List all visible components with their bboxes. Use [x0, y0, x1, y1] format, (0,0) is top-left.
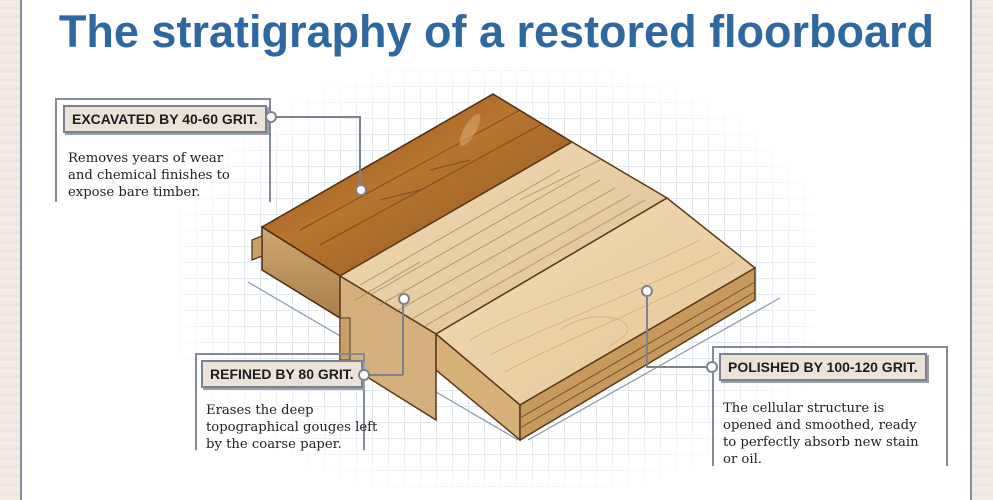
excavated-description: Removes years of wear and chemical finis… [68, 151, 230, 200]
excavated-leader-h [277, 116, 360, 118]
excavated-callout-frame [55, 98, 271, 202]
polished-leader-h [646, 366, 706, 368]
refined-description: Erases the deep topographical gouges lef… [206, 403, 378, 452]
polished-anchor-dot [641, 285, 653, 297]
excavated-anchor-dot [355, 184, 367, 196]
polished-connector-dot [706, 361, 718, 373]
refined-leader-v [402, 302, 404, 375]
refined-connector-dot [358, 369, 370, 381]
page-title: The stratigraphy of a restored floorboar… [58, 6, 935, 57]
excavated-connector-dot [265, 111, 277, 123]
polished-callout-frame [712, 346, 948, 466]
refined-leader-h [370, 374, 403, 376]
refined-label: REFINED BY 80 GRIT. [201, 360, 363, 388]
refined-callout-frame [195, 353, 365, 450]
excavated-leader-v [359, 116, 361, 186]
excavated-label: EXCAVATED BY 40-60 GRIT. [63, 105, 267, 133]
polished-leader-v [646, 296, 648, 367]
polished-description: The cellular structure is opened and smo… [723, 401, 919, 467]
polished-label: POLISHED BY 100-120 GRIT. [719, 353, 927, 381]
refined-anchor-dot [398, 293, 410, 305]
